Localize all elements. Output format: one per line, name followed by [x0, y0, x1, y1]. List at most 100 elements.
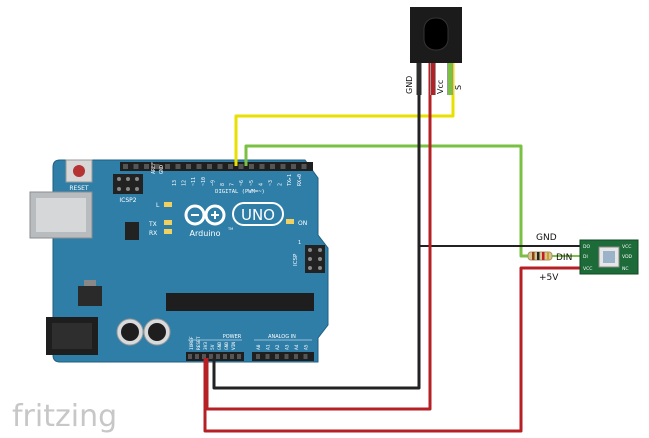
digital-pin-label: ~9 — [210, 180, 216, 186]
arduino-brand: Arduino — [190, 229, 221, 238]
ir-gnd-label: GND — [405, 76, 414, 94]
power-pin-label: RESET — [196, 336, 202, 350]
uno-label: UNO — [241, 206, 275, 224]
fritzing-watermark: fritzing — [12, 399, 117, 434]
power-pin-label: GND — [217, 342, 223, 350]
digital-pin-label: 2 — [278, 183, 284, 186]
led-nc-pin: NC — [622, 266, 629, 272]
power-pin-label: 5V — [210, 344, 216, 350]
digital-pin-label: 4 — [258, 183, 264, 186]
led-di-pin: DI — [583, 254, 588, 260]
power-pin-hole — [209, 354, 213, 359]
analog-pin-hole — [275, 354, 279, 359]
digital-pin-label: 12 — [182, 180, 188, 186]
reset-label: RESET — [69, 185, 89, 192]
rx-label: RX — [149, 230, 157, 237]
ir-receiver-sensor — [410, 7, 462, 95]
power-pin-hole — [202, 354, 206, 359]
green-data-wire — [244, 144, 528, 258]
header-pin-hole — [238, 164, 244, 169]
digital-pin-label: TX▸1 — [287, 174, 293, 186]
din-wire-label: DIN — [556, 253, 572, 263]
analog-pin-hole — [284, 354, 289, 359]
led-do-pin: DO — [583, 244, 590, 250]
trademark-label: TM — [227, 227, 233, 231]
power-pin-label: 3V3 — [203, 342, 209, 350]
digital-pin-label: 8 — [220, 183, 226, 186]
power-pin-label: IOREF — [189, 336, 195, 350]
icsp-one-label: 1 — [298, 240, 301, 246]
led-vdd-pin: VDD — [622, 254, 633, 260]
capacitor — [143, 318, 171, 346]
header-pin-hole — [270, 164, 275, 169]
power-header — [186, 352, 244, 361]
analog-pin-hole — [294, 354, 298, 359]
digital-pin-label: RX◂0 — [297, 174, 303, 186]
header-pin-hole — [154, 164, 160, 169]
power-pin-label: GND — [224, 342, 230, 350]
analog-pin-hole — [256, 354, 260, 359]
icsp-label: ICSP — [293, 253, 299, 266]
icsp-header — [305, 245, 325, 273]
analog-pin-label: A0 — [256, 344, 262, 350]
power-pin-hole — [237, 354, 241, 359]
reset-button-cap — [73, 165, 85, 177]
black-gnd-wire — [212, 62, 421, 390]
analog-pin-label: A4 — [294, 344, 300, 350]
power-pin-label: VIN — [231, 342, 237, 350]
on-label: ON — [298, 220, 307, 227]
power-pin-hole — [216, 354, 220, 359]
tx-led — [164, 220, 172, 225]
ir-signal-label: S — [454, 85, 463, 90]
power-pin-hole — [230, 354, 234, 359]
resistor — [527, 251, 553, 261]
header-pin-hole — [301, 164, 307, 169]
analog-pin-label: A2 — [275, 344, 281, 350]
power-pin-hole — [223, 354, 227, 359]
header-pin-hole — [186, 164, 191, 169]
wires — [203, 62, 580, 433]
header-pin-hole — [249, 164, 254, 169]
digital-pin-label: 13 — [172, 180, 178, 186]
header-pin-hole — [175, 164, 181, 169]
ir-vcc-label: Vcc — [436, 80, 445, 94]
gnd-wire-label: GND — [536, 233, 557, 243]
digital-pin-label: ~10 — [201, 177, 207, 186]
header-pin-hole — [259, 164, 265, 169]
gnd-pin-label: GND — [159, 165, 165, 174]
analog-in-label: ANALOG IN — [268, 334, 296, 340]
led-vcc-pin: VCC — [583, 266, 592, 272]
red-vcc-wire — [205, 62, 432, 411]
header-pin-hole — [207, 164, 212, 169]
analog-pin-hole — [303, 354, 308, 359]
l-label: L — [156, 202, 160, 209]
digital-pin-label: ~11 — [191, 177, 197, 186]
header-pin-hole — [228, 164, 233, 169]
ws2812-led-module — [579, 239, 639, 275]
digital-pin-label: ~6 — [239, 180, 245, 186]
header-pin-hole — [123, 164, 128, 169]
analog-pin-label: A5 — [304, 344, 310, 350]
header-pin-hole — [144, 164, 149, 169]
icsp2-label: ICSP2 — [119, 197, 136, 204]
rx-led — [164, 229, 172, 234]
capacitor — [116, 318, 144, 346]
v5-wire-label: +5V — [539, 273, 559, 283]
uno-badge — [232, 202, 284, 226]
header-pin-hole — [280, 164, 286, 169]
voltage-regulator — [78, 286, 102, 306]
usb-chip — [125, 222, 139, 240]
digital-pin-label: ~5 — [249, 180, 255, 186]
analog-header — [252, 352, 314, 361]
analog-pin-hole — [265, 354, 270, 359]
power-pin-hole — [188, 354, 192, 359]
header-pin-hole — [291, 164, 296, 169]
aref-label: AREF — [151, 162, 157, 174]
digital-header — [120, 162, 313, 171]
tx-label: TX — [148, 221, 157, 228]
atmega-chip — [166, 293, 314, 311]
digital-label: DIGITAL (PWM=~) — [215, 189, 265, 195]
led-vcc-right-pin: VCC — [622, 244, 631, 250]
